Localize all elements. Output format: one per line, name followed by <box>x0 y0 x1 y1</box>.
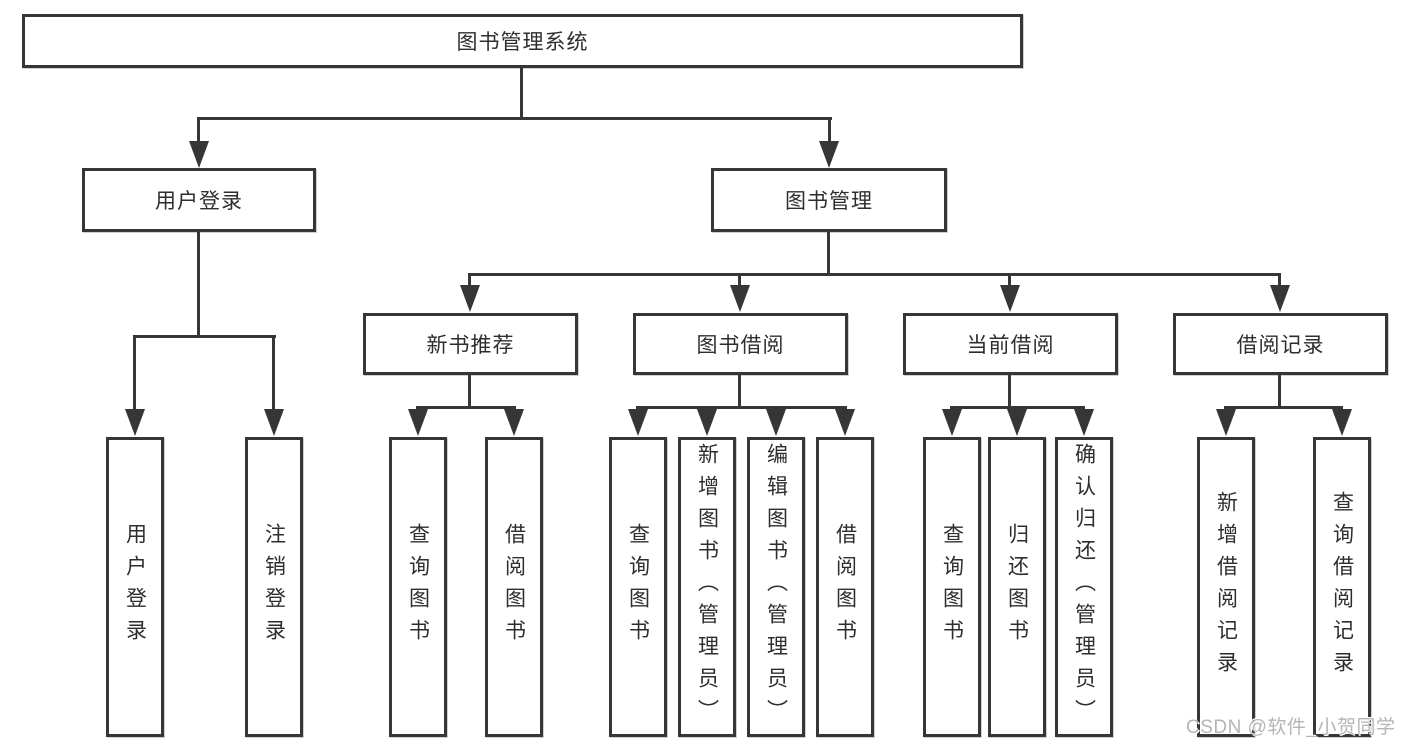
node-user-login-label: 用户登录 <box>155 190 243 213</box>
connector-new-book-stem <box>468 375 471 408</box>
leaf-edit-book-admin-label: 编辑图书（管理员） <box>764 443 788 731</box>
connector-root-to-book-management-shaft <box>828 117 831 144</box>
connector-to-leaf-logout-shaft <box>272 335 275 413</box>
node-borrow-records-label: 借阅记录 <box>1236 334 1325 357</box>
arrowhead-to-query-borrow-record <box>1332 409 1352 436</box>
leaf-logout-label: 注销登录 <box>262 523 286 651</box>
arrowhead-to-edit-book-admin <box>766 409 786 436</box>
connector-to-leaf-user-login-shaft <box>133 335 136 413</box>
arrowhead-to-add-borrow-record <box>1216 409 1236 436</box>
node-book-borrowing-label: 图书借阅 <box>696 334 785 357</box>
leaf-borrow-books-1-label: 借阅图书 <box>502 523 526 651</box>
leaf-borrow-books-1: 借阅图书 <box>485 437 543 737</box>
arrowhead-to-add-book-admin <box>697 409 717 436</box>
connector-to-current-borrowing-shaft <box>1008 273 1011 287</box>
connector-book-management-stem <box>827 232 830 275</box>
arrowhead-to-user-login <box>189 141 209 168</box>
leaf-query-borrow-record: 查询借阅记录 <box>1313 437 1371 737</box>
arrowhead-to-confirm-return-admin <box>1074 409 1094 436</box>
node-user-login: 用户登录 <box>82 168 316 232</box>
leaf-query-books-1-label: 查询图书 <box>406 523 430 651</box>
leaf-query-books-2-label: 查询图书 <box>626 523 650 651</box>
leaf-confirm-return-admin: 确认归还（管理员） <box>1055 437 1113 737</box>
leaf-add-book-admin-label: 新增图书（管理员） <box>695 443 719 731</box>
arrowhead-to-current-borrowing <box>1000 285 1020 312</box>
node-borrow-records: 借阅记录 <box>1173 313 1388 375</box>
arrowhead-to-leaf-user-login <box>125 409 145 436</box>
arrowhead-to-query-books-2 <box>628 409 648 436</box>
leaf-query-books-2: 查询图书 <box>609 437 667 737</box>
node-root-system: 图书管理系统 <box>22 14 1023 68</box>
connector-borrow-records-crossbar <box>1224 406 1343 409</box>
node-book-management-label: 图书管理 <box>785 190 873 213</box>
arrowhead-to-new-book-recommend <box>460 285 480 312</box>
leaf-return-books: 归还图书 <box>988 437 1046 737</box>
arrowhead-to-query-books-3 <box>942 409 962 436</box>
arrowhead-to-borrow-books-1 <box>504 409 524 436</box>
leaf-edit-book-admin: 编辑图书（管理员） <box>747 437 805 737</box>
leaf-user-login: 用户登录 <box>106 437 164 737</box>
node-current-borrowing: 当前借阅 <box>903 313 1118 375</box>
csdn-watermark: CSDN @软件_小贺同学 <box>1186 717 1396 738</box>
connector-to-book-borrowing-shaft <box>738 273 741 287</box>
connector-book-management-crossbar <box>468 273 1281 276</box>
connector-user-login-crossbar <box>133 335 276 338</box>
arrowhead-to-query-books-1 <box>408 409 428 436</box>
arrowhead-to-return-books <box>1007 409 1027 436</box>
connector-root-to-user-login-shaft <box>197 117 200 144</box>
arrowhead-to-book-management <box>819 141 839 168</box>
leaf-confirm-return-admin-label: 确认归还（管理员） <box>1072 443 1096 731</box>
connector-current-borrowing-crossbar <box>950 406 1085 409</box>
leaf-query-books-1: 查询图书 <box>389 437 447 737</box>
connector-new-book-crossbar <box>416 406 516 409</box>
leaf-query-books-3: 查询图书 <box>923 437 981 737</box>
connector-root-crossbar <box>197 117 832 120</box>
arrowhead-to-borrow-records <box>1270 285 1290 312</box>
connector-borrow-records-stem <box>1278 375 1281 408</box>
leaf-borrow-books-2: 借阅图书 <box>816 437 874 737</box>
node-root-system-label: 图书管理系统 <box>456 31 589 54</box>
connector-to-borrow-records-shaft <box>1278 273 1281 287</box>
arrowhead-to-book-borrowing <box>730 285 750 312</box>
leaf-add-book-admin: 新增图书（管理员） <box>678 437 736 737</box>
arrowhead-to-borrow-books-2 <box>835 409 855 436</box>
leaf-query-borrow-record-label: 查询借阅记录 <box>1330 491 1354 683</box>
connector-book-borrowing-crossbar <box>636 406 847 409</box>
leaf-add-borrow-record: 新增借阅记录 <box>1197 437 1255 737</box>
connector-user-login-stem <box>197 232 200 336</box>
node-new-book-recommend: 新书推荐 <box>363 313 578 375</box>
connector-root-stem <box>520 68 523 119</box>
leaf-return-books-label: 归还图书 <box>1005 523 1029 651</box>
connector-to-new-book-shaft <box>468 273 471 287</box>
leaf-add-borrow-record-label: 新增借阅记录 <box>1214 491 1238 683</box>
arrowhead-to-leaf-logout <box>264 409 284 436</box>
connector-current-borrowing-stem <box>1008 375 1011 408</box>
leaf-user-login-label: 用户登录 <box>123 523 147 651</box>
node-current-borrowing-label: 当前借阅 <box>966 334 1055 357</box>
node-book-management: 图书管理 <box>711 168 947 232</box>
leaf-logout: 注销登录 <box>245 437 303 737</box>
leaf-borrow-books-2-label: 借阅图书 <box>833 523 857 651</box>
leaf-query-books-3-label: 查询图书 <box>940 523 964 651</box>
node-new-book-recommend-label: 新书推荐 <box>426 334 515 357</box>
connector-book-borrowing-stem <box>738 375 741 408</box>
node-book-borrowing: 图书借阅 <box>633 313 848 375</box>
